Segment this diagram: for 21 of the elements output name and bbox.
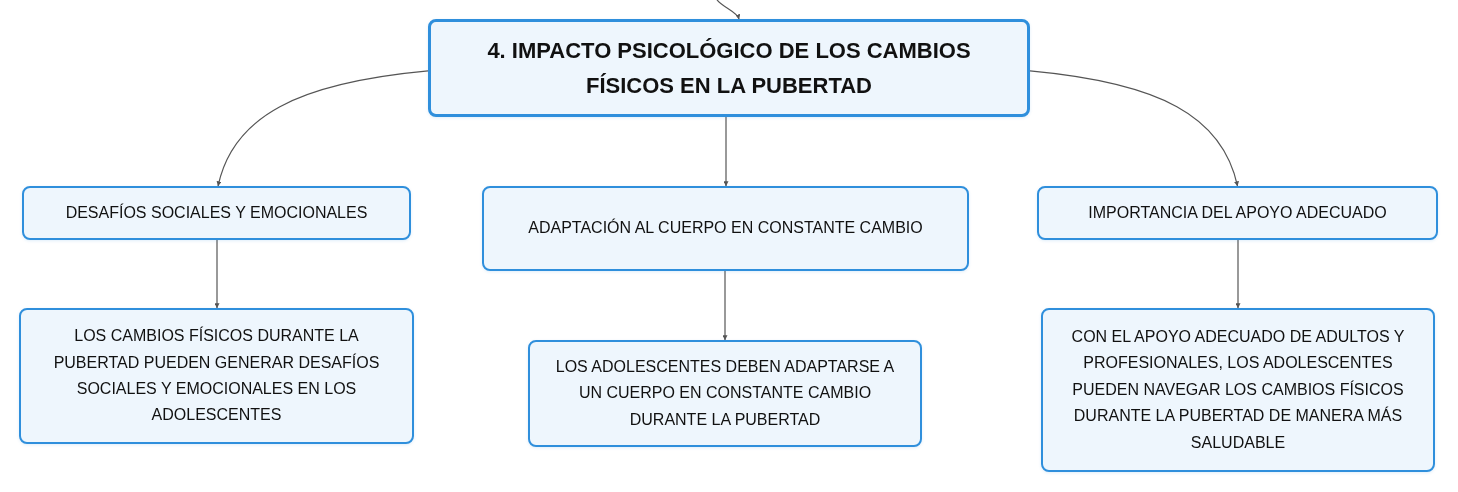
- connector-arrow: [723, 116, 729, 187]
- connector-arrow: [1029, 70, 1239, 187]
- topic-box: [22, 186, 411, 240]
- connector-arrow: [1235, 239, 1241, 309]
- topic-text: CON EL APOYO ADECUADO DE ADULTOS Y PROFESIONALES, LOS ADOLESCENTES PUEDEN NAVEGAR LOS CAMBIOS FÍSICOS DURANTE LA PUBERTAD DE MANERA MÁS SALUDABLE: [1070, 327, 1406, 453]
- topic-text: LOS CAMBIOS FÍSICOS DURANTE LA PUBERTAD PUEDEN GENERAR DESAFÍOS SOCIALES Y EMOCIONALES EN LOS ADOLESCENTES: [52, 325, 381, 426]
- topic-text: LOS ADOLESCENTES DEBEN ADAPTARSE A UN CUERPO EN CONSTANTE CAMBIO DURANTE LA PUBERTAD: [554, 356, 896, 430]
- topic-box: [1041, 308, 1435, 472]
- topic-text: ADAPTACIÓN AL CUERPO EN CONSTANTE CAMBIO: [528, 217, 923, 239]
- topic-box: [19, 308, 414, 444]
- topic-title: 4. IMPACTO PSICOLÓGICO DE LOS CAMBIOS FÍSICOS EN LA PUBERTAD: [486, 36, 972, 100]
- central-topic-box: [428, 19, 1030, 117]
- topic-box: [482, 186, 969, 271]
- topic-box: [528, 340, 922, 447]
- connector-arrow: [216, 70, 429, 187]
- connector-arrow: [214, 239, 220, 309]
- connector-arrow: [715, 0, 740, 20]
- connector-arrow: [722, 270, 728, 341]
- topic-box: [1037, 186, 1438, 240]
- topic-text: IMPORTANCIA DEL APOYO ADECUADO: [1088, 202, 1387, 223]
- topic-text: DESAFÍOS SOCIALES Y EMOCIONALES: [65, 202, 368, 223]
